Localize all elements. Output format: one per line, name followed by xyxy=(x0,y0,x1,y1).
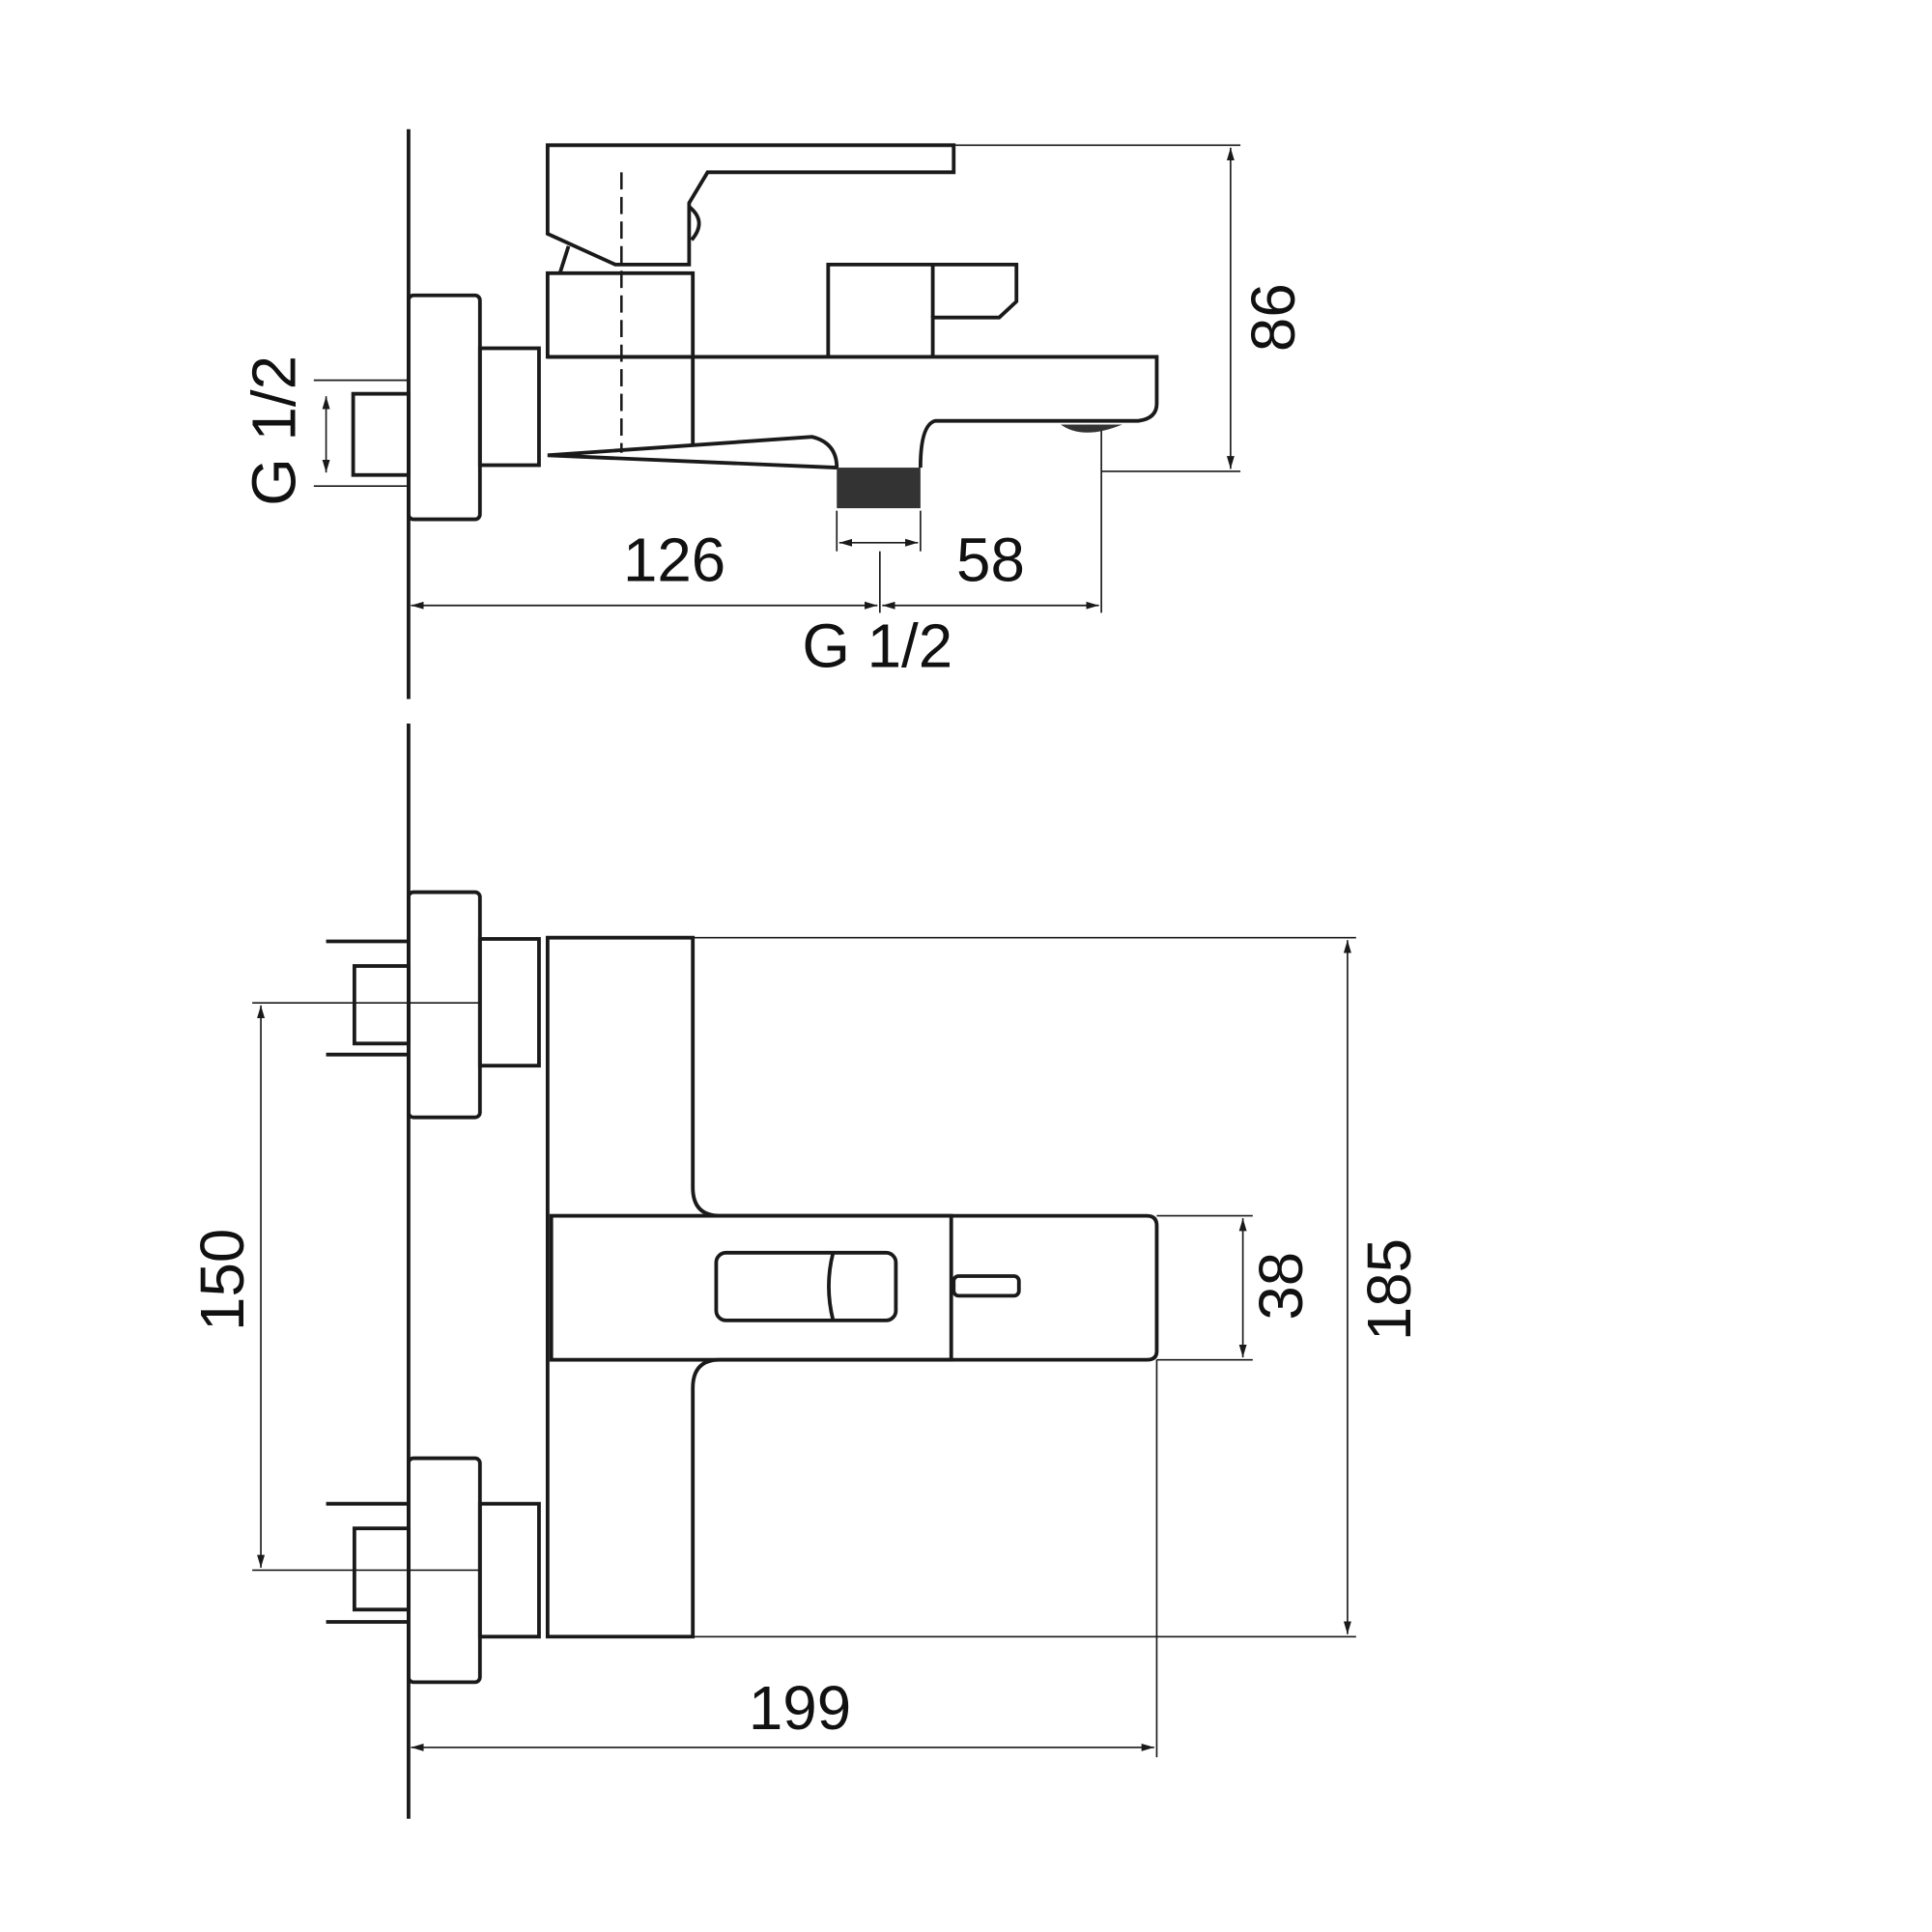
inlet-pipe-lower xyxy=(352,1526,411,1612)
inlet-thread-label: G 1/2 xyxy=(241,355,309,506)
dim-38: 38 xyxy=(1247,1252,1316,1321)
mixer-body xyxy=(545,935,1159,1639)
diverter-top xyxy=(952,1274,1021,1298)
dim-150: 150 xyxy=(188,1229,257,1331)
outlet-thread xyxy=(837,468,921,509)
dim-58: 58 xyxy=(956,526,1025,594)
diverter-knob xyxy=(826,262,1019,357)
aerator xyxy=(1061,424,1122,433)
lever-handle xyxy=(545,143,956,267)
escutcheon-upper xyxy=(407,890,482,1120)
escutcheon xyxy=(407,293,482,522)
nut xyxy=(477,346,541,468)
dim-86: 86 xyxy=(1239,283,1308,352)
lever-top xyxy=(714,1250,898,1322)
nut-lower xyxy=(477,1501,541,1639)
dim-185: 185 xyxy=(1355,1238,1424,1341)
top-view: 150 38 185 199 xyxy=(188,724,1424,1819)
side-view: 86 G 1/2 126 58 G 1/2 xyxy=(241,128,1308,699)
inlet-pipe-upper xyxy=(352,964,411,1046)
dim-126: 126 xyxy=(623,526,725,594)
outlet-thread-label: G 1/2 xyxy=(802,611,952,680)
nut-upper xyxy=(477,937,541,1068)
spout-section xyxy=(549,1213,953,1362)
dim-199: 199 xyxy=(749,1674,851,1743)
inlet-pipe xyxy=(351,391,411,477)
spout-body xyxy=(547,355,1159,470)
